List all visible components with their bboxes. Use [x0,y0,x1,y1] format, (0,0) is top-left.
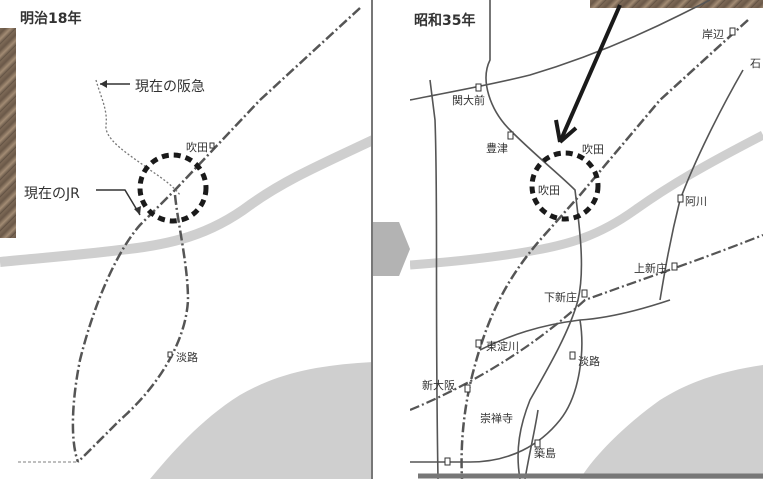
river-lower [580,365,763,479]
station-label-suita-jr: 吹田 [582,143,604,156]
station-label-sozenji: 崇禅寺 [480,412,513,425]
annotation-arrow-head [554,119,578,144]
station-label-higashiyodogawa: 東淀川 [486,340,519,353]
station-marker-awaji [569,351,576,360]
station-label-edge: 石 [750,57,761,70]
rail-tokaido-upper [410,0,711,101]
station-marker-awaji [167,351,173,358]
map-meiji-18-drawing [0,0,373,479]
station-label-awaji: 淡路 [176,351,198,364]
callout-current-hankyu: 現在の阪急 [135,79,205,95]
photo-strip-right [590,0,763,8]
river-upper [410,131,763,270]
station-marker-tsukushima [534,439,541,448]
station-marker-suita [209,142,215,149]
station-label-suita-hankyu: 吹田 [538,184,560,197]
station-marker-kandai [475,83,482,92]
station-marker-kishibe [729,27,736,36]
callout-hankyu-arrowhead [100,80,107,88]
transition-arrow-head [395,222,410,276]
rail-hankyu-senri [485,0,583,479]
station-marker-kamishinjo [671,262,678,271]
rail-freight [410,233,763,412]
river-upper [0,135,373,267]
transition-arrow [373,222,410,276]
station-label-nishikawa: 阿川 [685,195,707,208]
rail-hankyu-south [77,194,190,463]
station-label-toyotsu: 豊津 [486,142,508,155]
station-marker-higashiyodogawa [475,339,482,348]
rail-west-vertical [429,79,439,479]
highlight-circle-right [529,150,601,222]
station-label-kishibe: 岸辺 [702,28,724,41]
station-marker-southwest [444,457,451,466]
map-title-right: 昭和35年 [414,13,476,29]
station-label-shimoshinjo: 下新庄 [544,291,577,304]
annotation-arrow-shaft [558,4,622,143]
map-meiji-18: 明治18年 現在の阪急 現在のJR 吹田 淡路 [0,0,373,479]
map-showa-35-drawing [410,0,763,479]
callout-jr-leader [96,189,141,216]
station-label-shinosaka: 新大阪 [422,379,455,392]
rail-jr-mainline [460,19,749,479]
station-label-suita: 吹田 [186,141,208,154]
transition-arrow-body [373,222,395,276]
station-marker-nishikawa [677,194,684,203]
rail-south-loop [410,319,583,463]
rail-south-spur [524,409,539,479]
rail-east-west [479,299,671,351]
map-title-left: 明治18年 [20,11,82,27]
highlight-circle-left [137,152,209,224]
station-marker-shinosaka [464,384,471,393]
map-showa-35: 昭和35年 岸辺 関大前 豊津 吹田 吹田 阿川 上新庄 下新庄 東淀川 淡路 … [410,0,763,479]
station-label-kandai: 関大前 [452,94,485,107]
station-label-tsukushima: 築島 [534,447,556,460]
station-label-awaji: 淡路 [578,355,600,368]
route-current-hankyu [95,79,181,196]
photo-strip-left [0,28,16,238]
callout-current-jr: 現在のJR [24,186,80,202]
station-marker-toyotsu [507,131,514,140]
river-lower [150,362,373,479]
rail-jr [71,7,361,463]
station-label-kamishinjo: 上新庄 [634,262,667,275]
callout-jr-arrowhead [134,206,141,215]
station-marker-shimoshinjo [581,289,588,298]
